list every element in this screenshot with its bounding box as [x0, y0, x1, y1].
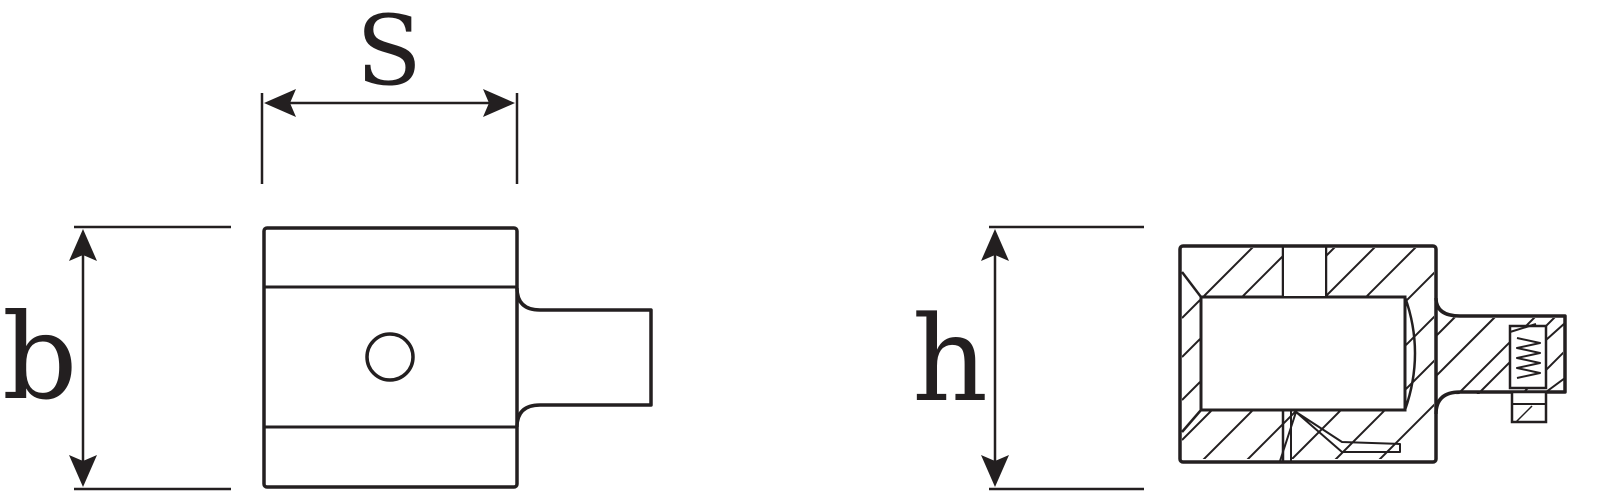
detent-assembly	[1508, 322, 1566, 424]
spigot-outline	[1434, 297, 1567, 415]
dimension-s	[260, 89, 519, 184]
bore	[1199, 295, 1407, 412]
pin-hole	[365, 332, 415, 382]
section-view: h	[912, 225, 1567, 491]
arrow-head-right	[483, 89, 515, 117]
section-body-outline	[1178, 244, 1438, 464]
arrow-head-down	[981, 455, 1009, 487]
label-h: h	[912, 290, 988, 428]
dimension-h	[981, 225, 1144, 491]
dimension-b	[69, 225, 231, 491]
arrow-head-up	[981, 229, 1009, 261]
arrow-head-left	[264, 89, 296, 117]
arrow-head-down	[69, 455, 97, 487]
label-b: b	[2, 288, 78, 426]
arrow-head-up	[69, 229, 97, 261]
front-view: S b	[2, 0, 653, 491]
label-s: S	[356, 0, 422, 107]
front-body	[262, 226, 519, 489]
front-spigot	[515, 287, 653, 428]
